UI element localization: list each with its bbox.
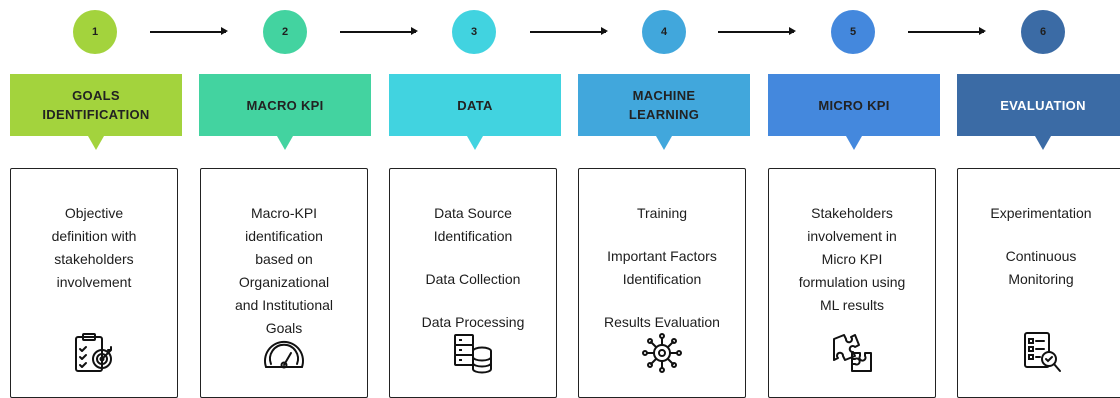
step-header: MACRO KPI	[199, 74, 371, 150]
step-description: Stakeholders involvement in Micro KPI fo…	[775, 202, 929, 317]
step-title: EVALUATION	[1000, 97, 1086, 113]
step-number-circle: 6	[1021, 10, 1065, 54]
ai-chip-icon	[638, 329, 686, 377]
description-line: Continuous Monitoring	[1005, 248, 1077, 287]
database-server-icon	[449, 329, 497, 377]
arrow-right-icon	[340, 28, 418, 34]
checklist-search-icon	[1017, 329, 1065, 377]
description-line: Results Evaluation	[604, 314, 720, 330]
step-card: Macro-KPI identification based on Organi…	[200, 168, 368, 398]
gauge-icon	[260, 329, 308, 377]
description-line: Data Source Identification	[433, 205, 513, 244]
step-title: GOALS IDENTIFICATION	[42, 88, 150, 122]
step-title: DATA	[457, 97, 493, 113]
step-header: DATA	[389, 74, 561, 150]
step-header: MACHINE LEARNING	[578, 74, 750, 150]
step-number-circle: 1	[73, 10, 117, 54]
step-number: 5	[849, 26, 857, 38]
step-number-circle: 2	[263, 10, 307, 54]
arrow-right-icon	[530, 28, 608, 34]
description-line: Training	[636, 205, 688, 221]
step-number-circle: 3	[452, 10, 496, 54]
step-title: MACRO KPI	[246, 97, 324, 113]
step-number: 2	[281, 26, 289, 38]
step-card: Training Important Factors Identificatio…	[578, 168, 746, 398]
description-line: Data Processing	[421, 314, 525, 330]
step-number-circle: 4	[642, 10, 686, 54]
step-number: 4	[660, 26, 668, 38]
step-number: 3	[470, 26, 478, 38]
step-header: GOALS IDENTIFICATION	[10, 74, 182, 150]
step-description: Macro-KPI identification based on Organi…	[207, 202, 361, 340]
step-number-circle: 5	[831, 10, 875, 54]
description-line: Important Factors Identification	[607, 248, 717, 287]
puzzle-icon	[828, 329, 876, 377]
arrow-right-icon	[150, 28, 228, 34]
step-title: MACHINE LEARNING	[628, 88, 700, 122]
description-line: Macro-KPI identification based on Organi…	[234, 205, 334, 336]
step-card: Data Source Identification Data Collecti…	[389, 168, 557, 398]
step-number: 6	[1039, 26, 1047, 38]
step-header: MICRO KPI	[768, 74, 940, 150]
step-number: 1	[91, 26, 99, 38]
arrow-right-icon	[718, 28, 796, 34]
clipboard-target-icon	[70, 329, 118, 377]
step-description: Training Important Factors Identificatio…	[585, 202, 739, 334]
step-description: Objective definition with stakeholders i…	[17, 202, 171, 294]
arrow-right-icon	[908, 28, 986, 34]
step-description: Experimentation Continuous Monitoring	[964, 202, 1118, 291]
description-line: Experimentation	[990, 205, 1092, 221]
step-description: Data Source Identification Data Collecti…	[396, 202, 550, 334]
description-line: Data Collection	[425, 271, 521, 287]
step-card: Stakeholders involvement in Micro KPI fo…	[768, 168, 936, 398]
description-line: Objective definition with stakeholders i…	[51, 205, 137, 290]
step-header: EVALUATION	[957, 74, 1120, 150]
step-card: Objective definition with stakeholders i…	[10, 168, 178, 398]
step-title: MICRO KPI	[818, 97, 890, 113]
description-line: Stakeholders involvement in Micro KPI fo…	[798, 205, 906, 313]
step-card: Experimentation Continuous Monitoring	[957, 168, 1120, 398]
